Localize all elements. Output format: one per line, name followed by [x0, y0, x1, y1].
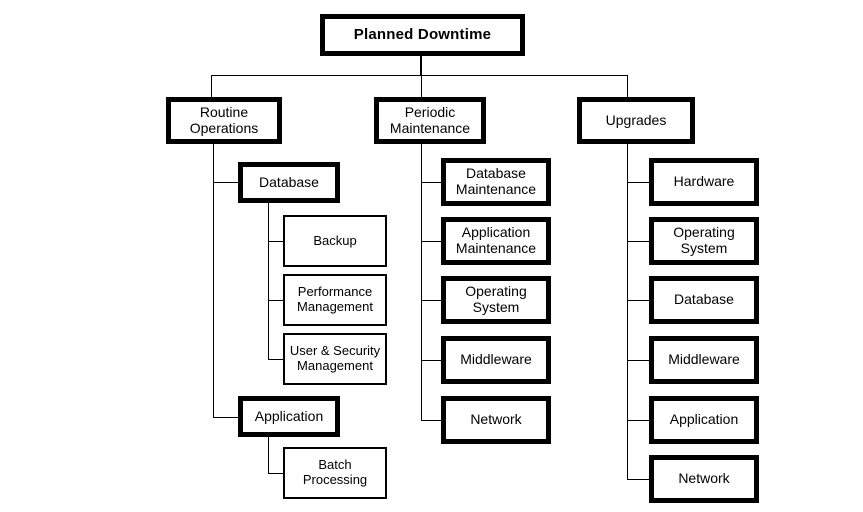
connector-elbow-database-maintenance [421, 182, 441, 183]
connector-spine-upgrades [627, 143, 628, 480]
node-label: User & Security Management [289, 343, 381, 373]
connector-elbow-up-middleware [627, 360, 650, 361]
node-up-middleware[interactable]: Middleware [649, 336, 759, 384]
node-backup[interactable]: Backup [283, 215, 387, 267]
node-performance-management[interactable]: Performance Management [283, 274, 387, 326]
node-label: Database [674, 291, 734, 308]
node-application-maintenance[interactable]: Application Maintenance [441, 217, 551, 265]
node-up-network[interactable]: Network [649, 455, 759, 503]
node-label: Database [259, 173, 319, 190]
node-planned-downtime[interactable]: Planned Downtime [320, 14, 525, 56]
node-label: Network [470, 411, 522, 428]
node-label: Application Maintenance [455, 224, 537, 256]
connector-root-stem [420, 56, 422, 76]
node-routine-application[interactable]: Application [238, 396, 340, 437]
node-up-operating-system[interactable]: Operating System [649, 217, 759, 265]
node-label: Operating System [465, 283, 527, 315]
connector-elbow-backup [268, 241, 283, 242]
node-pm-operating-system[interactable]: Operating System [441, 276, 551, 324]
connector-drop-routine-operations [211, 75, 212, 98]
node-periodic-maintenance[interactable]: Periodic Maintenance [374, 97, 486, 144]
node-label: Performance Management [297, 284, 373, 314]
connector-root-bus [211, 75, 628, 76]
node-label: Middleware [668, 351, 740, 368]
connector-elbow-performance-management [268, 300, 283, 301]
node-database-maintenance[interactable]: Database Maintenance [441, 158, 551, 206]
connector-spine-routine-database [268, 202, 269, 360]
node-label: Application [254, 407, 324, 424]
node-label: Periodic Maintenance [389, 103, 471, 136]
node-label: Upgrades [605, 111, 667, 128]
connector-elbow-pm-middleware [421, 360, 441, 361]
connector-elbow-up-operating-system [627, 241, 650, 242]
connector-elbow-routine-database [213, 182, 239, 183]
node-label: Hardware [673, 173, 735, 190]
node-label: Operating System [673, 224, 735, 256]
node-up-database[interactable]: Database [649, 276, 759, 324]
connector-elbow-up-application [627, 420, 650, 421]
connector-elbow-pm-operating-system [421, 300, 441, 301]
node-batch-processing[interactable]: Batch Processing [283, 447, 387, 499]
node-label: Network [678, 470, 730, 487]
node-upgrades[interactable]: Upgrades [577, 97, 695, 144]
connector-spine-periodic-maintenance [421, 143, 422, 421]
node-pm-middleware[interactable]: Middleware [441, 336, 551, 384]
connector-elbow-up-hardware [627, 182, 650, 183]
connector-drop-periodic-maintenance [421, 75, 422, 98]
node-label: Backup [313, 232, 357, 248]
node-user-security-management[interactable]: User & Security Management [283, 333, 387, 385]
connector-elbow-up-database [627, 300, 650, 301]
node-label: Middleware [460, 351, 532, 368]
connector-spine-routine-operations [213, 143, 214, 418]
connector-elbow-routine-application [213, 417, 239, 418]
connector-elbow-application-maintenance [421, 241, 441, 242]
node-up-application[interactable]: Application [649, 396, 759, 444]
node-up-hardware[interactable]: Hardware [649, 158, 759, 206]
connector-elbow-user-security-management [268, 359, 283, 360]
node-routine-operations[interactable]: Routine Operations [166, 97, 282, 144]
connector-elbow-batch-processing [268, 473, 283, 474]
node-routine-database[interactable]: Database [238, 162, 340, 203]
connector-elbow-up-network [627, 479, 650, 480]
node-label: Batch Processing [302, 457, 368, 487]
node-label: Planned Downtime [353, 25, 492, 43]
node-label: Application [669, 411, 739, 428]
node-label: Database Maintenance [455, 165, 537, 197]
connector-elbow-pm-network [421, 420, 441, 421]
node-pm-network[interactable]: Network [441, 396, 551, 444]
connector-drop-upgrades [627, 75, 628, 98]
node-label: Routine Operations [189, 103, 259, 136]
connector-spine-routine-application [268, 437, 269, 474]
